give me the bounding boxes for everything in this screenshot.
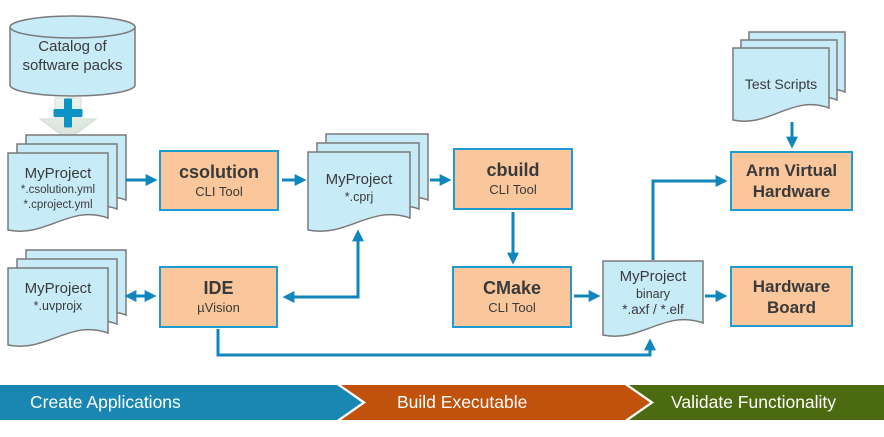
uvprojx-doc-stack	[7, 249, 127, 347]
cbuild-title: cbuild	[486, 160, 540, 180]
arrow-cprj-ide-bidir	[282, 229, 364, 303]
avh-box: Arm Virtual Hardware	[730, 151, 853, 211]
ide-box: IDE µVision	[159, 266, 278, 328]
cmake-box: CMake CLI Tool	[452, 266, 572, 328]
solution-doc-label: MyProject *.csolution.yml *.cproject.yml	[8, 164, 108, 213]
binary-doc	[602, 260, 704, 337]
catalog-label-line2: software packs	[22, 57, 123, 74]
binary-doc-title: MyProject	[619, 268, 687, 285]
test-scripts-doc-stack	[732, 31, 846, 122]
csolution-subtitle: CLI Tool	[195, 183, 243, 199]
catalog-label-line1: Catalog of	[38, 38, 107, 55]
hardware-board-box: Hardware Board	[730, 266, 853, 327]
uvprojx-doc-title: MyProject	[24, 280, 92, 297]
uvprojx-doc-line1: *.uvprojx	[33, 299, 83, 313]
cbuild-subtitle: CLI Tool	[489, 182, 537, 197]
solution-doc-title: MyProject	[24, 165, 92, 182]
connectors	[124, 122, 798, 357]
binary-doc-line2: *.axf / *.elf	[622, 302, 684, 317]
catalog-cylinder-shape	[9, 15, 136, 97]
cprj-doc-title: MyProject	[325, 171, 393, 188]
avh-title: Arm Virtual Hardware	[745, 161, 838, 201]
cprj-doc-stack	[307, 133, 429, 232]
arrow-binary-to-avh	[651, 175, 728, 260]
arrow-ide-to-binary	[216, 329, 656, 357]
uvprojx-doc-label: MyProject *.uvprojx	[8, 279, 108, 314]
phase-build-label: Build Executable	[397, 392, 528, 412]
binary-doc-line1: binary	[635, 287, 671, 301]
plus-icon	[53, 98, 83, 128]
binary-doc-label: MyProject binary *.axf / *.elf	[603, 267, 703, 318]
solution-doc-stack	[7, 134, 127, 232]
hardware-board-title: Hardware Board	[752, 276, 831, 317]
ide-title: IDE	[203, 278, 234, 298]
csolution-box: csolution CLI Tool	[159, 150, 279, 211]
phase-create-label: Create Applications	[30, 392, 181, 412]
csolution-title: csolution	[179, 161, 259, 182]
phase-validate-label: Validate Functionality	[671, 392, 837, 412]
cprj-doc-label: MyProject *.cprj	[308, 170, 410, 205]
cmake-subtitle: CLI Tool	[488, 300, 536, 315]
cmake-title: CMake	[482, 278, 542, 298]
ide-subtitle: µVision	[197, 300, 240, 315]
phase-create-applications: Create Applications	[0, 385, 362, 420]
test-scripts-label: Test Scripts	[744, 76, 818, 92]
phase-validate-functionality: Validate Functionality	[629, 385, 884, 420]
catalog-label: Catalog of software packs	[10, 37, 135, 75]
cprj-doc-line1: *.cprj	[344, 190, 374, 204]
phase-build-executable: Build Executable	[341, 385, 650, 420]
solution-doc-line2: *.cproject.yml	[23, 199, 93, 211]
solution-doc-line1: *.csolution.yml	[20, 184, 96, 196]
add-packs-arrow	[38, 97, 98, 141]
cbuild-box: cbuild CLI Tool	[453, 148, 573, 210]
